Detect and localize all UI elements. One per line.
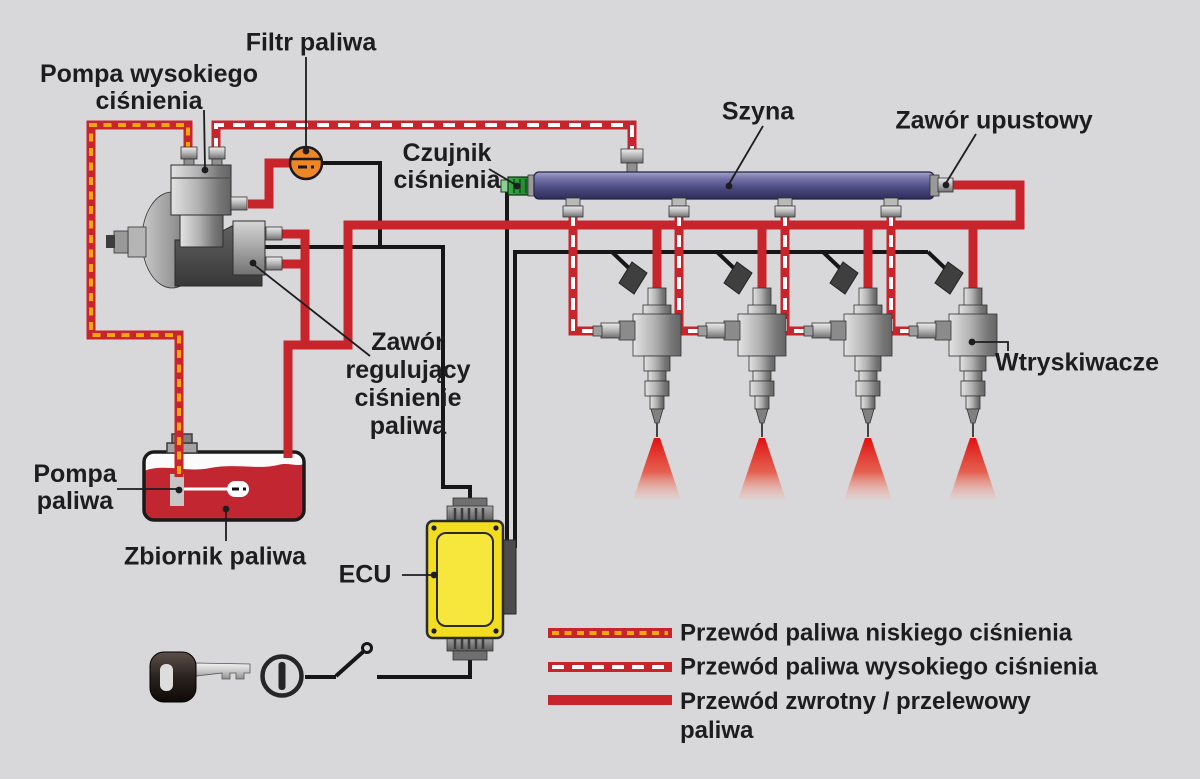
ignition-group: [149, 642, 373, 703]
spray-cone-4: [949, 438, 997, 500]
legend-item-return: Przewód zwrotny / przelewowy paliwa: [680, 688, 1031, 744]
high-pressure-line: [211, 120, 637, 165]
wire-injector-harness: [513, 250, 928, 548]
wire-filter: [322, 161, 382, 248]
pump-inlet-port: [180, 146, 198, 166]
low-pressure-line: [86, 120, 193, 477]
legend-item-high-pressure: Przewód paliwa wysokiego ciśnienia: [680, 653, 1098, 681]
injector-4: [908, 261, 998, 438]
tank-outline: [142, 450, 306, 522]
injector-feed-lines: [652, 222, 978, 298]
injector-1: [592, 261, 682, 438]
label-fuel-tank: Zbiornik paliwa: [124, 542, 306, 571]
pump-to-filter-line: [248, 158, 294, 209]
return-line-main: [283, 180, 1025, 458]
key-blade: [195, 662, 251, 680]
wire-pump-to-ecu: [264, 245, 472, 508]
label-ecu: ECU: [338, 560, 392, 589]
pressure-regulator: [232, 220, 266, 276]
pump-outlet-port: [208, 146, 226, 166]
label-pressure-regulator-valve: Zawór regulujący ciśnienie paliwa: [345, 328, 471, 440]
label-high-pressure-pump: Pompa wysokiego ciśnienia: [39, 60, 259, 115]
rail-inlet-fitting: [620, 148, 644, 164]
label-pressure-sensor: Czujnik ciśnienia: [393, 139, 501, 194]
label-rail: Szyna: [721, 97, 795, 126]
label-injectors: Wtryskiwacze: [995, 348, 1159, 377]
key-hole: [160, 664, 173, 691]
regulator-return-line: [277, 229, 310, 345]
ecu-wiring: [264, 161, 950, 679]
high-pressure-pump: [106, 146, 283, 289]
injector-3: [803, 261, 893, 438]
label-relief-valve: Zawór upustowy: [895, 106, 1093, 135]
fuel-lines: [86, 120, 1025, 477]
pump-shaft-icon: [106, 235, 115, 248]
spray-cone-3: [844, 438, 892, 500]
spray-cone-1: [633, 438, 681, 500]
label-pointers: [117, 57, 1009, 579]
spray-cone-2: [738, 438, 786, 500]
ignition-switch-icon: [305, 642, 373, 679]
ignition-lock-icon: [260, 654, 304, 698]
ecu-unit: [425, 497, 517, 661]
fuel-rail: [500, 148, 954, 218]
injector-2: [697, 261, 787, 438]
injectors: [592, 261, 998, 500]
legend-item-low-pressure: Przewód paliwa niskiego ciśnienia: [680, 619, 1073, 647]
label-fuel-filter: Filtr paliwa: [245, 28, 377, 57]
label-fuel-pump: Pompa paliwa: [33, 460, 117, 515]
fuel-filter-icon: [288, 145, 324, 181]
